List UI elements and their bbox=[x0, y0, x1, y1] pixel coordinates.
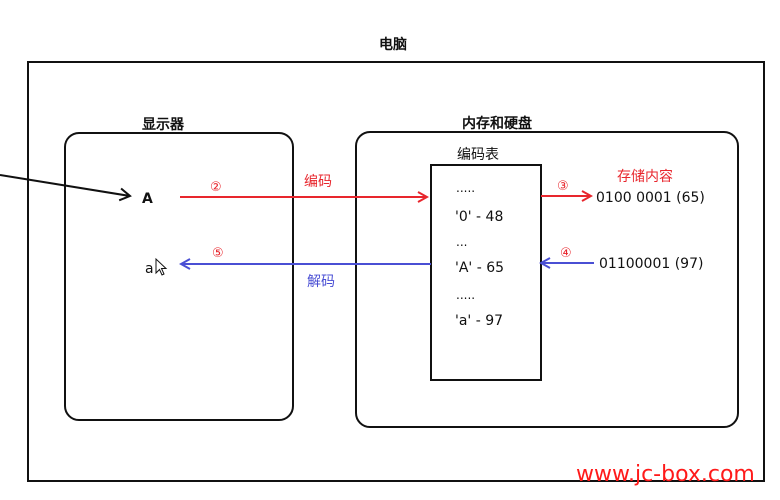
memory-label: 内存和硬盘 bbox=[462, 115, 532, 132]
encoding-table-box bbox=[430, 164, 542, 381]
table-entry: 'a' - 97 bbox=[455, 313, 503, 329]
step-4-badge: ④ bbox=[560, 246, 572, 261]
memory-box bbox=[355, 131, 739, 428]
monitor-label: 显示器 bbox=[142, 117, 185, 133]
display-char-a: a bbox=[145, 261, 154, 277]
decode-label: 解码 bbox=[307, 274, 335, 290]
monitor-box bbox=[64, 132, 294, 421]
table-entry: ... bbox=[456, 235, 467, 249]
encoding-table-label: 编码表 bbox=[457, 147, 499, 163]
watermark-text: www.jc-box.com bbox=[576, 462, 755, 487]
display-char-A: A bbox=[142, 191, 153, 207]
mouse-cursor-icon bbox=[155, 257, 168, 276]
stored-value-a: 01100001 (97) bbox=[599, 256, 703, 272]
stored-value-A: 0100 0001 (65) bbox=[596, 190, 705, 206]
computer-box bbox=[27, 61, 765, 482]
step-5-badge: ⑤ bbox=[212, 246, 224, 261]
input-arrow bbox=[0, 174, 132, 202]
step-3-badge: ③ bbox=[557, 179, 569, 194]
table-entry: ..... bbox=[456, 288, 475, 302]
computer-label: 电脑 bbox=[379, 36, 407, 53]
storage-label: 存储内容 bbox=[617, 168, 673, 185]
step-2-badge: ② bbox=[210, 180, 222, 195]
encode-label: 编码 bbox=[304, 174, 332, 190]
table-entry: '0' - 48 bbox=[455, 209, 503, 225]
table-entry: 'A' - 65 bbox=[455, 260, 504, 276]
table-entry: ..... bbox=[456, 181, 475, 195]
